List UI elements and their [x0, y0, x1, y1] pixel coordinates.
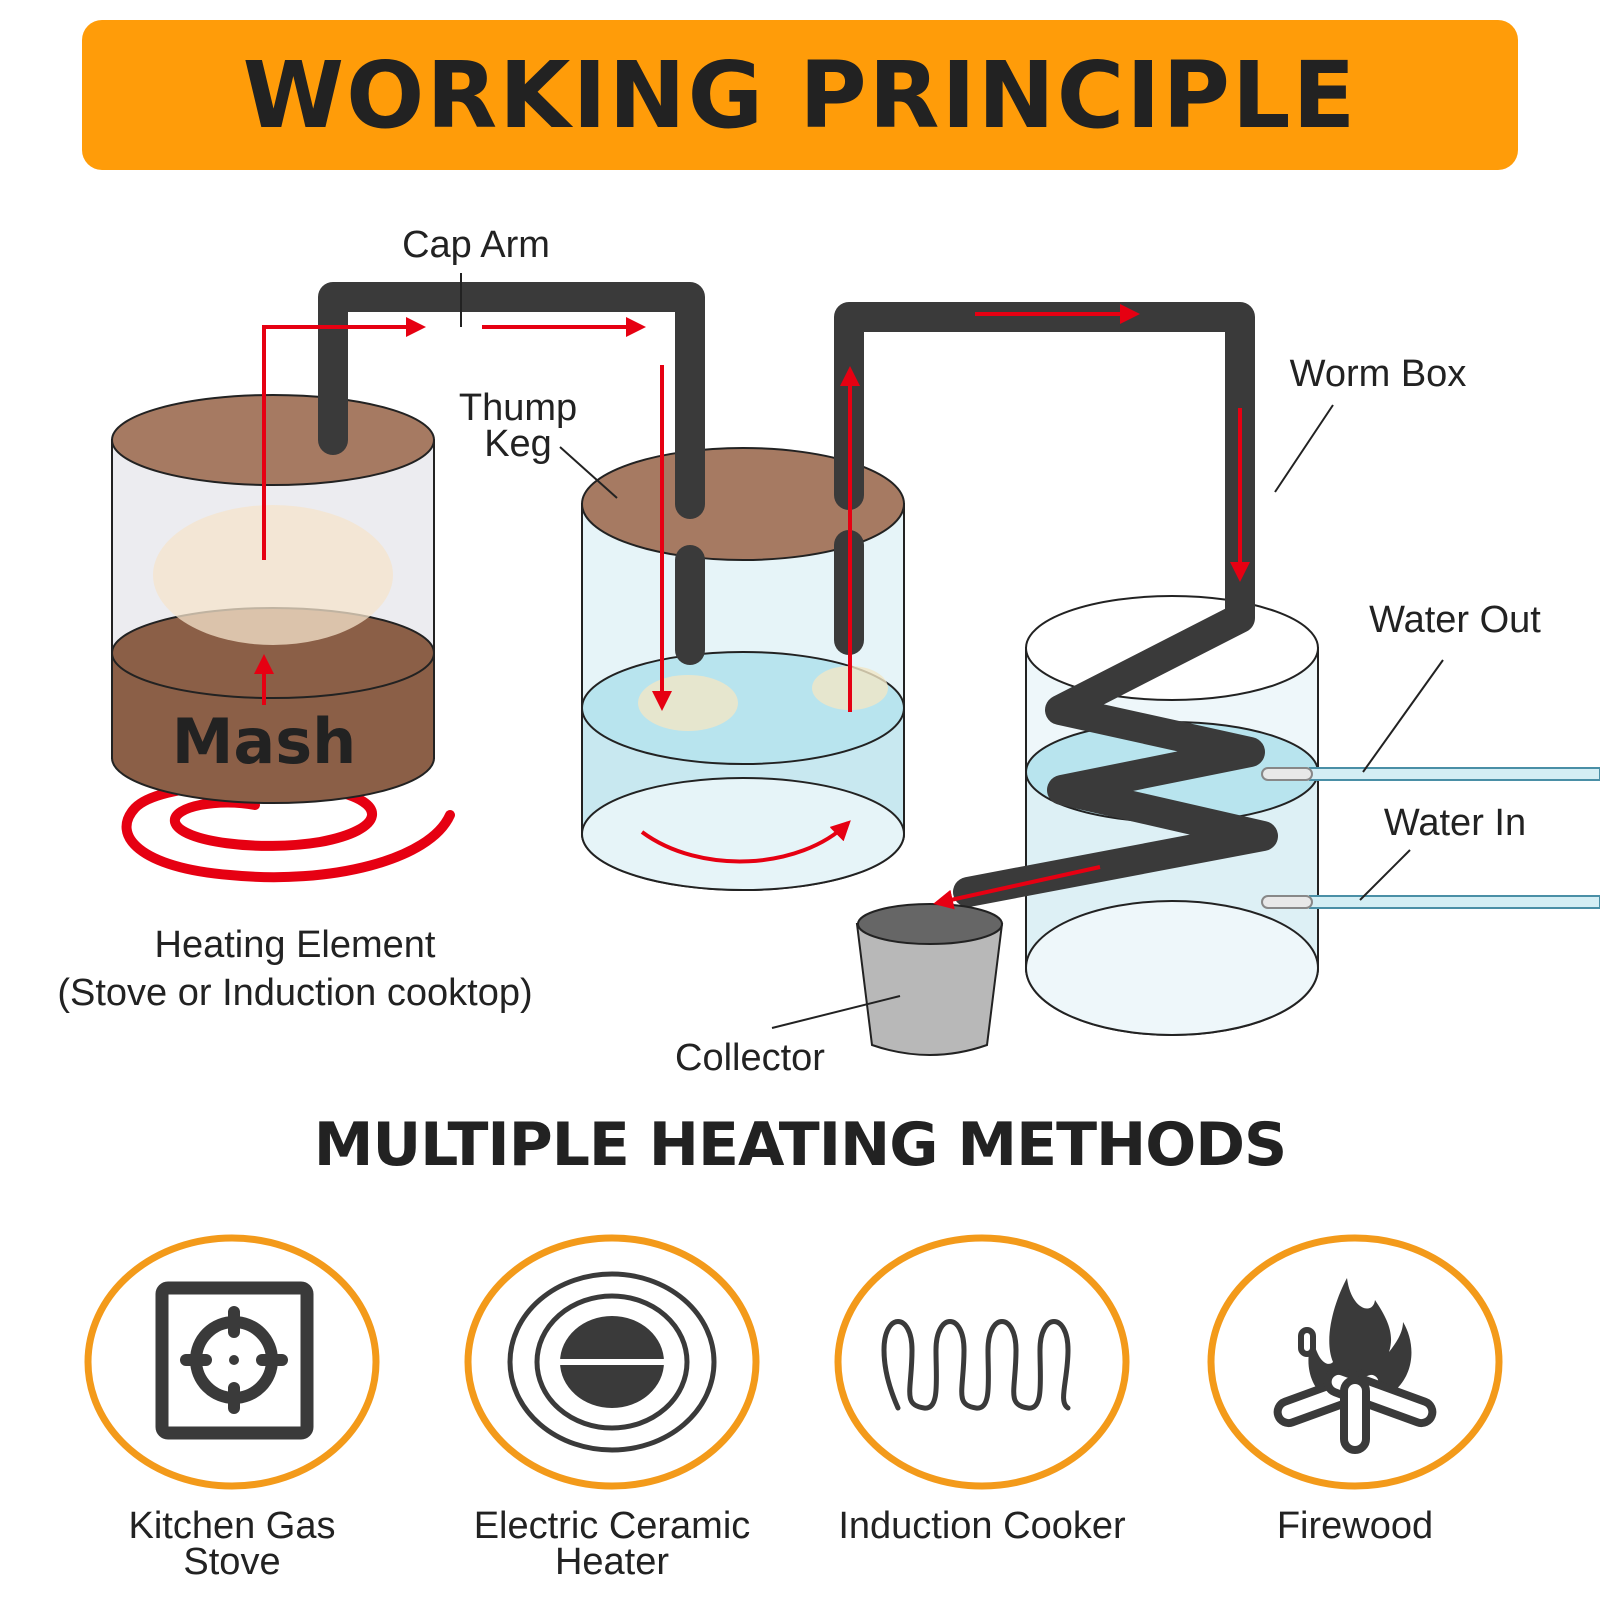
still-pot	[111, 394, 435, 804]
section-title: MULTIPLE HEATING METHODS	[313, 1110, 1288, 1180]
worm-box-label: Worm Box	[1290, 353, 1467, 395]
flow-arrows	[254, 304, 1250, 910]
method-gas-stove: Kitchen Gas Stove	[82, 1230, 382, 1600]
water-pipes	[1261, 767, 1600, 909]
thump-keg	[581, 447, 905, 891]
page-title: WORKING PRINCIPLE	[242, 41, 1358, 149]
collector-label: Collector	[675, 1037, 825, 1079]
mash-label: Mash	[172, 705, 357, 778]
method-label-line2: Stove	[183, 1541, 281, 1583]
heating-element-note: (Stove or Induction cooktop)	[57, 972, 532, 1014]
method-ceramic-heater: Electric Ceramic Heater	[462, 1230, 762, 1600]
fire-icon	[1273, 1278, 1437, 1454]
water-in-label: Water In	[1384, 802, 1526, 844]
leader-lines	[460, 273, 1444, 1029]
title-banner: WORKING PRINCIPLE	[82, 20, 1518, 170]
collector-bucket	[855, 903, 1004, 1056]
method-label-line1: Induction Cooker	[838, 1505, 1126, 1547]
method-label-line1: Firewood	[1276, 1505, 1434, 1547]
method-label-line1: Electric Ceramic	[473, 1505, 751, 1547]
heating-methods: Kitchen Gas Stove Electric Ceramic Heate…	[0, 1230, 1600, 1600]
method-induction-cooker: Induction Cooker	[832, 1230, 1132, 1600]
keg-label: Keg	[484, 423, 552, 465]
method-firewood: Firewood	[1205, 1230, 1505, 1600]
water-out-label: Water Out	[1369, 599, 1541, 641]
cap-arm-label: Cap Arm	[402, 224, 550, 266]
gas-stove-icon	[155, 1281, 314, 1440]
distillation-diagram: Cap Arm Thump Keg Worm Box Water Out Wat…	[57, 224, 1600, 1079]
thump-label: Thump	[459, 387, 577, 429]
method-label-line2: Heater	[554, 1541, 670, 1583]
induction-coil-icon	[881, 1319, 1071, 1411]
ceramic-heater-icon	[507, 1271, 717, 1453]
method-label-line1: Kitchen Gas	[128, 1505, 336, 1547]
heating-element-label: Heating Element	[155, 924, 436, 966]
